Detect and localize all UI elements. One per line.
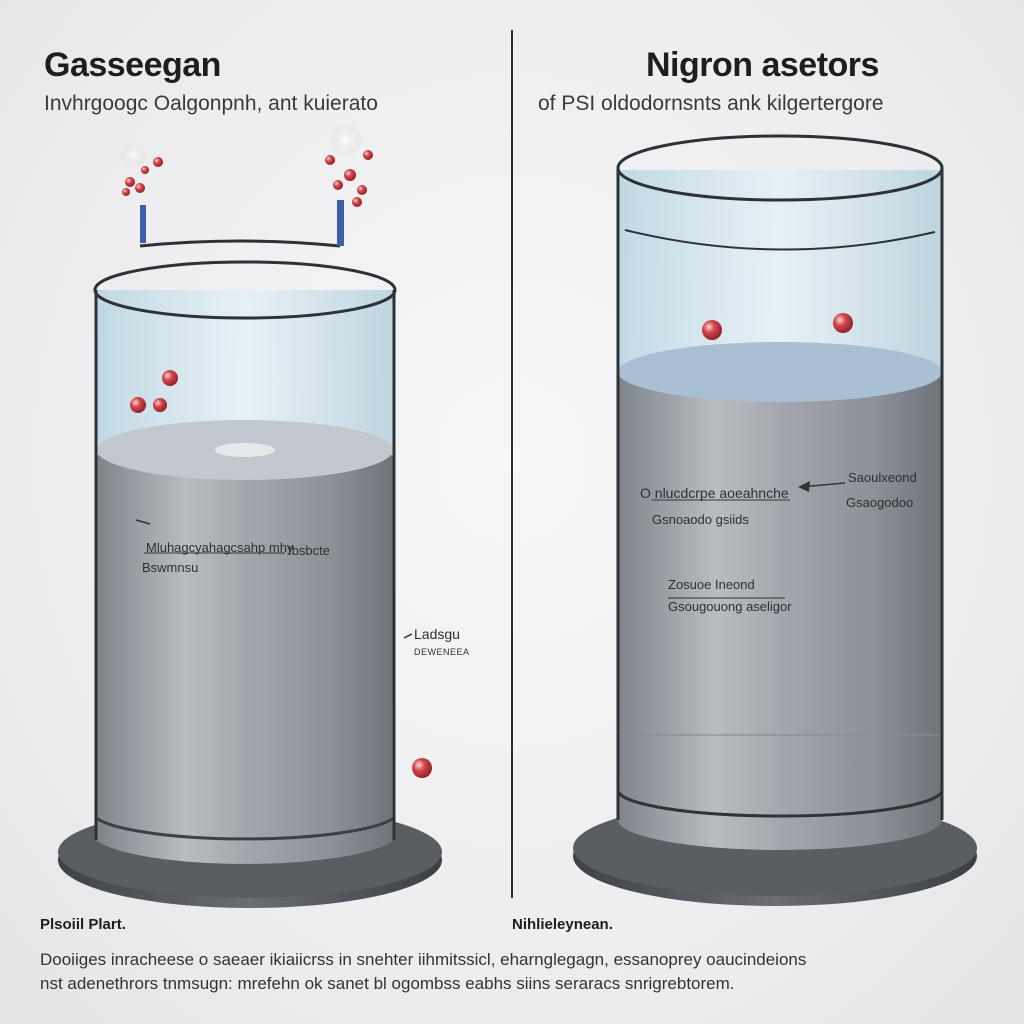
left-panel-title: Gasseegan	[44, 46, 221, 84]
left-liquid-column	[96, 455, 394, 864]
steam-puff-icon	[119, 141, 147, 169]
molecule-icon	[162, 370, 178, 386]
left-cylinder	[58, 122, 442, 908]
left-lid-line	[139, 239, 341, 248]
right-panel-title: Nigron asetors	[646, 46, 879, 84]
left-glass-wall	[96, 290, 394, 455]
molecule-cluster-icon	[122, 157, 163, 196]
right-liquid-surface	[618, 342, 942, 402]
left-side-label: Ladsgu	[414, 626, 460, 642]
left-panel-subtitle: Invhrgoogc Oalgonpnh, ant kuierato	[44, 92, 378, 115]
right-arrow-label-1: Saoulxeond	[848, 470, 917, 485]
molecule-icon	[412, 758, 432, 778]
left-side-sublabel: DEWENEEA	[414, 647, 470, 657]
right-label-1: O nlucdcrpe aoeahnche	[640, 485, 789, 501]
left-gas-arrow-2	[337, 200, 344, 246]
molecule-icon	[702, 320, 722, 340]
right-panel-subtitle: of PSI oldodornsnts ank kilgertergore	[538, 92, 884, 115]
right-label-2: Gsnoaodo gsiids	[652, 512, 749, 527]
molecule-cluster-icon	[325, 150, 373, 207]
right-glass-wall	[618, 170, 942, 375]
right-label-3: Zosuoe Ineond	[668, 577, 755, 592]
panel-divider	[511, 30, 513, 898]
left-caption: Plsoiil Plart.	[40, 916, 126, 933]
molecule-icon	[833, 313, 853, 333]
molecule-icon	[153, 398, 167, 412]
left-gas-arrow-1	[140, 205, 146, 243]
left-label-main-1: Mluhagcyahagcsahp mhy	[146, 540, 294, 555]
right-caption: Nihlieleynean.	[512, 916, 613, 933]
right-arrow-label-2: Gsaogodoo	[846, 495, 914, 510]
right-cylinder	[573, 134, 977, 906]
right-label-4: Gsougouong aseligor	[668, 599, 792, 614]
left-label-main-2: Ibsbcte	[288, 543, 330, 558]
left-label-main-3: Bswmnsu	[142, 560, 199, 575]
steam-puff-icon	[327, 122, 363, 158]
molecule-icon	[130, 397, 146, 413]
footer-text-line-2: nst adenethrors tnmsugn: mrefehn ok sane…	[40, 974, 735, 993]
right-liquid-column	[618, 375, 942, 850]
footer-text-line-1: Dooiiges inracheese o saeaer ikiaiicrss …	[40, 950, 807, 969]
